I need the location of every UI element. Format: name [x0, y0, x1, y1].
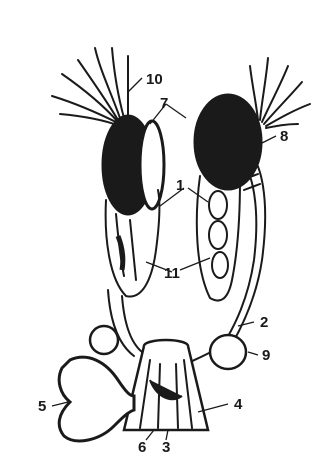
label-10: 10: [146, 71, 163, 88]
label-9: 9: [262, 347, 270, 364]
label-7: 7: [160, 95, 168, 112]
label-5: 5: [38, 398, 46, 415]
filaments-left: [52, 48, 128, 126]
label-4: 4: [234, 396, 243, 413]
left-organ: [102, 115, 164, 297]
vesicle-right: [210, 335, 246, 369]
label-1: 1: [176, 177, 184, 194]
filaments-right: [250, 58, 310, 128]
central-tube: [124, 340, 208, 430]
bilobed-structure: [59, 357, 134, 441]
label-8: 8: [280, 128, 288, 145]
label-11: 11: [164, 265, 180, 282]
vesicle-left: [90, 326, 118, 354]
right-organ: [194, 94, 265, 344]
label-3: 3: [162, 439, 170, 455]
label-2: 2: [260, 314, 268, 331]
label-6: 6: [138, 439, 146, 455]
